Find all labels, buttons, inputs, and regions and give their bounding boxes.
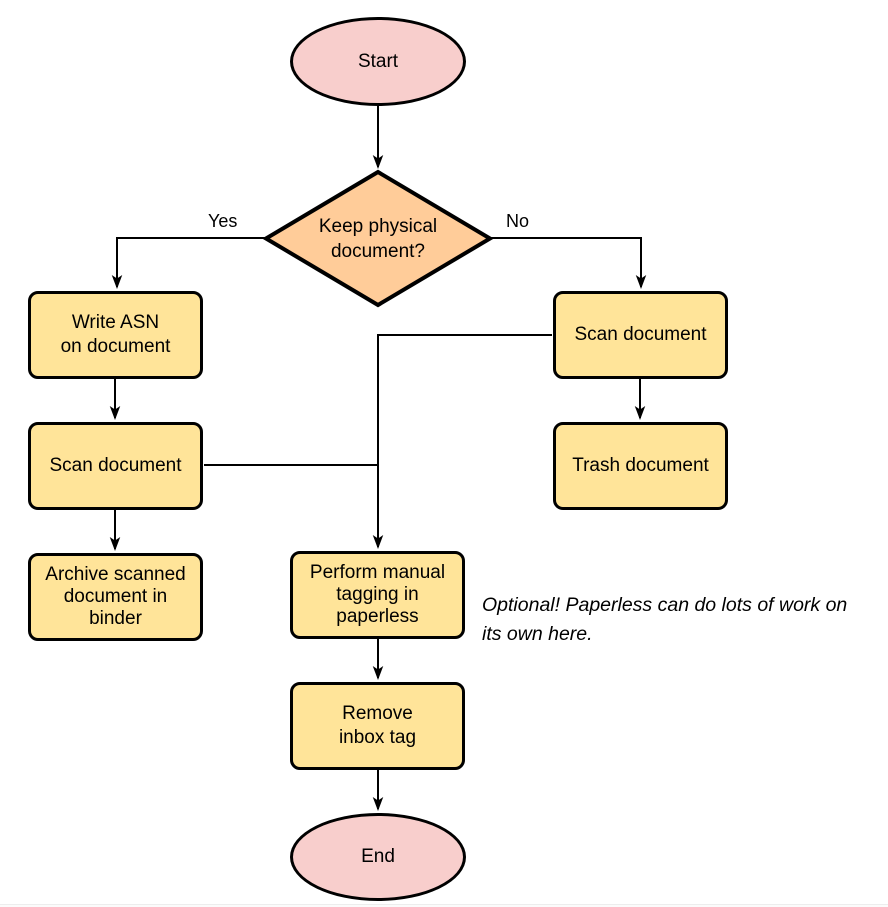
node-trash-document-label: Trash document [572,455,709,476]
annotation-note: Optional! Paperless can do lots of work … [482,594,848,645]
node-archive-binder: Archive scanned document in binder [28,553,203,641]
node-perform-tagging-label: Perform manual tagging in paperless [309,562,446,627]
node-scan-document-right: Scan document [553,291,728,379]
node-decision-label: Keep physical document? [318,215,438,262]
node-end: End [290,813,466,901]
node-remove-inbox-tag-label: Remove inbox tag [338,703,417,748]
node-trash-document: Trash document [553,422,728,510]
edge-decision-yes-to-write-asn [111,237,265,289]
node-end-label: End [361,846,395,867]
node-remove-inbox-tag: Remove inbox tag [290,682,465,770]
page-bottom-divider [0,904,888,907]
node-archive-binder-label: Archive scanned document in binder [45,564,186,629]
node-scan-document-left: Scan document [28,422,203,510]
node-decision-diamond [262,169,494,308]
edge-decision-no-to-scan-right [490,237,647,289]
edge-label-yes: Yes [208,211,238,231]
edge-scan-right-to-perform-tagging [372,334,552,549]
node-perform-tagging: Perform manual tagging in paperless [290,551,465,639]
node-write-asn: Write ASN on document [28,291,203,379]
node-start: Start [290,17,466,106]
node-scan-document-right-label: Scan document [574,324,707,345]
node-scan-document-left-label: Scan document [49,455,182,476]
node-start-label: Start [357,50,399,72]
node-write-asn-label: Write ASN on document [60,312,171,357]
edge-label-no: No [506,211,530,231]
